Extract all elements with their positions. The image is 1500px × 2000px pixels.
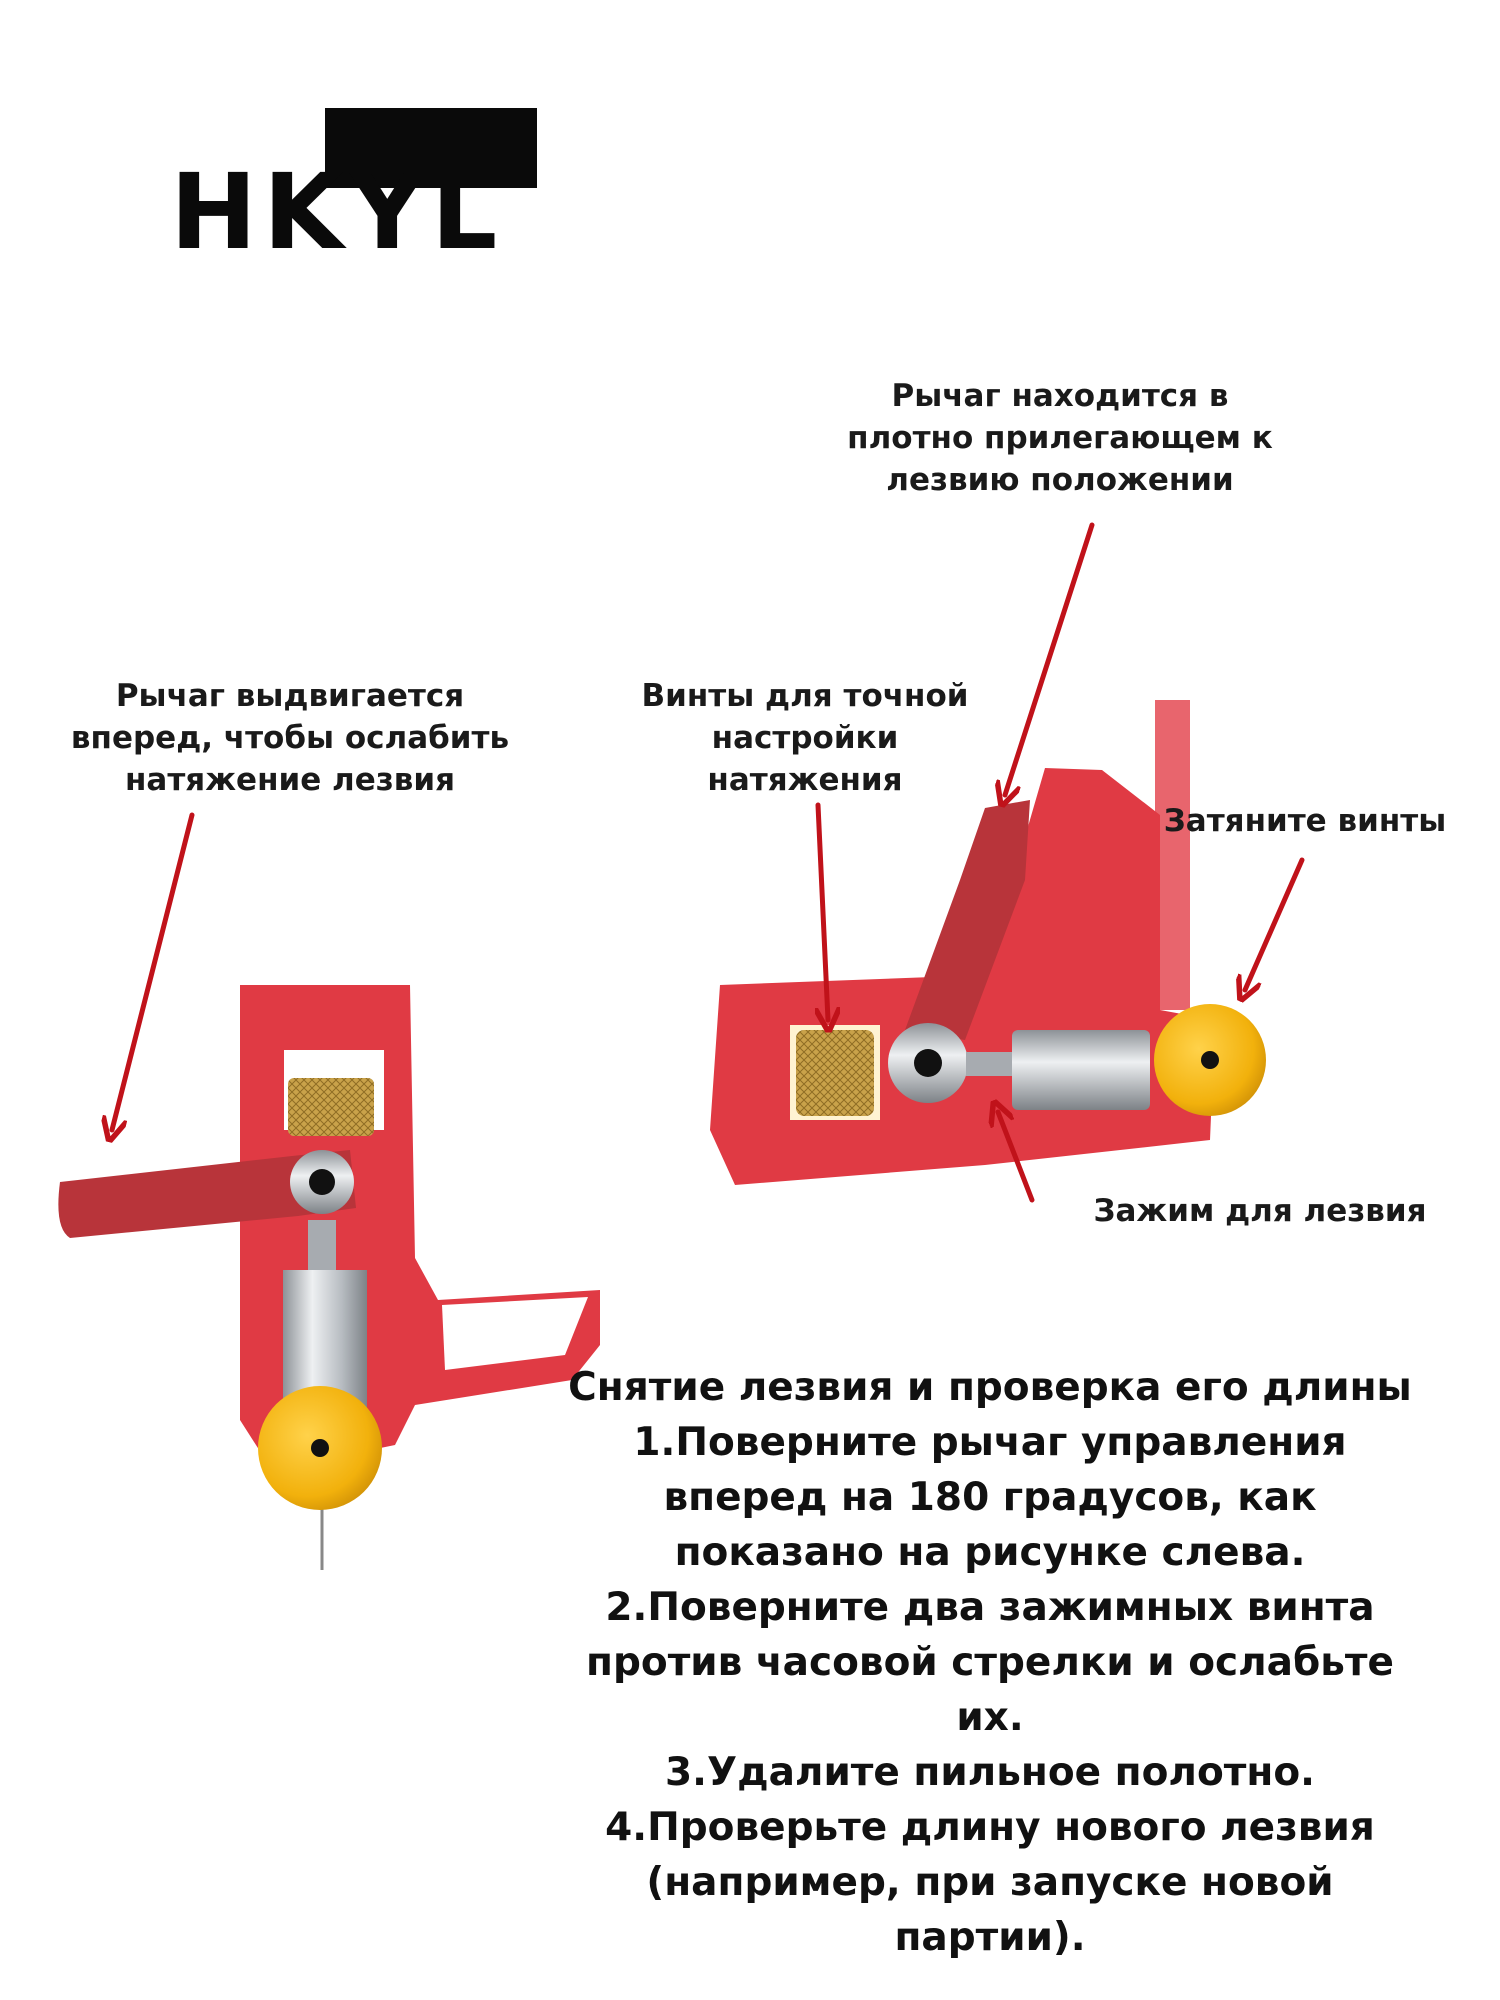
hkyl-logo: HKYL (170, 108, 550, 264)
right-brass-screw (796, 1030, 874, 1116)
instructions-step-2: 2.Поверните два зажимных винта против ча… (586, 1585, 1394, 1740)
right-steel-cylinder (1012, 1030, 1150, 1110)
left-thread (308, 1220, 336, 1270)
label-lever-tight: Рычаг находится в плотно прилегающем к л… (847, 378, 1273, 498)
label-lever-forward: Рычаг выдвигается вперед, чтобы ослабить… (70, 678, 510, 798)
instructions-step-1: 1.Поверните рычаг управления вперед на 1… (633, 1420, 1347, 1575)
left-lever (58, 1150, 356, 1238)
right-thread (966, 1052, 1014, 1076)
arrow-tighten-screws (1245, 857, 1305, 990)
callout-arrows (112, 522, 1305, 1203)
arrow-lever-tight (1005, 522, 1095, 795)
left-brass-screw (288, 1078, 374, 1136)
logo-black-bar (325, 108, 537, 188)
instructions-step-3: 3.Удалите пильное полотно. (665, 1750, 1315, 1795)
label-tighten-screws: Затяните винты (1163, 803, 1447, 839)
label-fine-screws: Винты для точной настройки натяжения (641, 678, 969, 798)
right-frame-rail (1155, 700, 1190, 1010)
logo-text: HKYL (170, 151, 504, 273)
arrow-blade-clamp (998, 1112, 1035, 1203)
arrow-fine-screws (818, 802, 828, 1020)
instructions-title: Снятие лезвия и проверка его длины (568, 1365, 1412, 1410)
left-tensioner (58, 985, 600, 1570)
label-blade-clamp: Зажим для лезвия (1093, 1193, 1427, 1229)
instructions-step-4: 4.Проверьте длину нового лезвия (наприме… (605, 1805, 1375, 1960)
right-lever (905, 800, 1030, 1040)
arrow-lever-forward (112, 812, 195, 1130)
left-frame-cutout (442, 1297, 588, 1370)
right-tensioner (710, 700, 1266, 1185)
instructions-block: Снятие лезвия и проверка его длины 1.Пов… (480, 1360, 1500, 1965)
